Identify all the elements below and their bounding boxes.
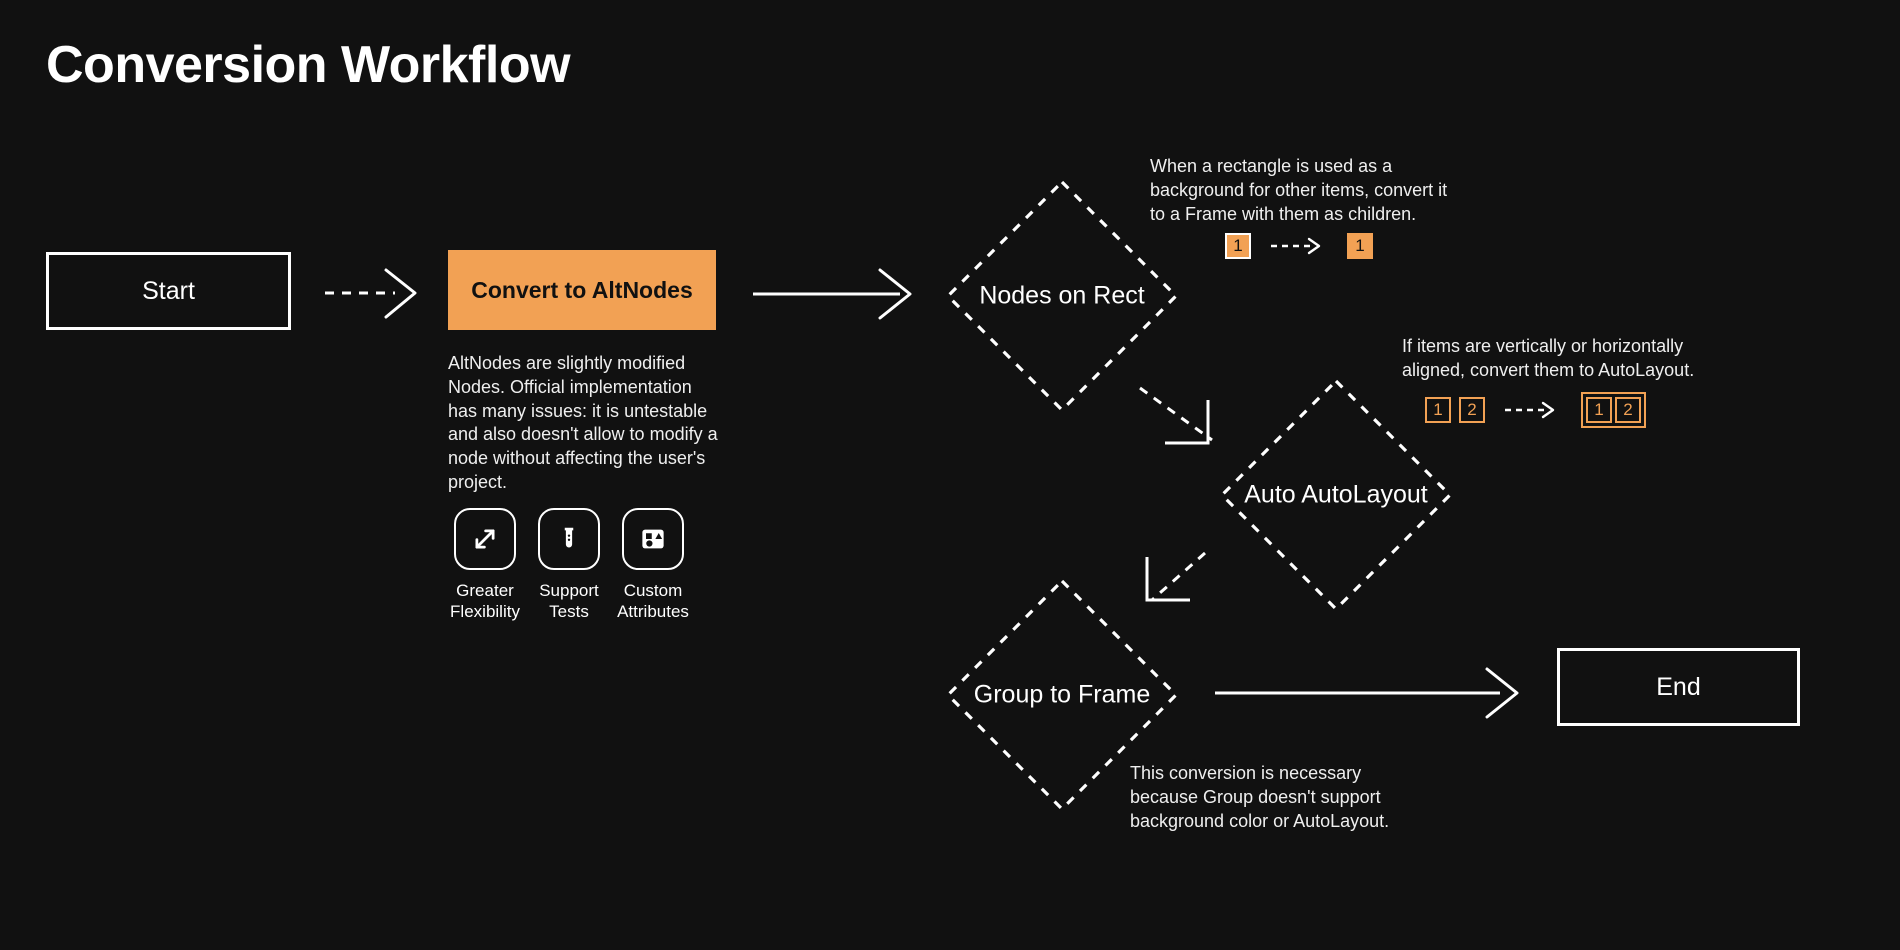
page-title: Conversion Workflow: [46, 36, 571, 94]
node-auto-autolayout-label: Auto AutoLayout: [1244, 480, 1428, 509]
badge-node: 1: [1225, 233, 1251, 259]
feature-greater-flexibility: Greater Flexibility: [450, 508, 520, 623]
node-convert-to-altnodes-label: Convert to AltNodes: [471, 276, 693, 303]
illustration-items-to-autolayout: 1 2 1 2: [1425, 392, 1646, 428]
connector-group-to-frame-to-end: [1215, 667, 1519, 719]
badge-frame-child: 1: [1347, 233, 1373, 259]
feature-label: Support Tests: [539, 581, 599, 622]
node-nodes-on-rect-label: Nodes on Rect: [979, 281, 1145, 310]
node-start-label: Start: [142, 276, 195, 305]
autolayout-container: 1 2: [1581, 392, 1646, 428]
node-start[interactable]: Start: [46, 252, 291, 330]
node-nodes-on-rect[interactable]: Nodes on Rect: [944, 178, 1180, 414]
note-auto-autolayout: If items are vertically or horizontally …: [1402, 336, 1695, 380]
node-end[interactable]: End: [1557, 648, 1800, 726]
connector-start-to-convert: [325, 268, 417, 319]
illustration-rect-to-frame: 1 1: [1225, 233, 1373, 259]
node-convert-to-altnodes[interactable]: Convert to AltNodes: [448, 250, 716, 330]
feature-chip: [538, 508, 600, 570]
connector-convert-to-nodes-on-rect: [753, 268, 912, 320]
node-group-to-frame-label: Group to Frame: [973, 680, 1151, 709]
shapes-icon: [642, 529, 664, 549]
badge-item: 1: [1425, 397, 1451, 423]
test-tube-icon: [564, 527, 574, 548]
feature-support-tests: Support Tests: [536, 508, 602, 623]
node-end-label: End: [1656, 672, 1701, 701]
note-nodes-on-rect: When a rectangle is used as a background…: [1150, 156, 1448, 224]
feature-chip: [622, 508, 684, 570]
mini-dashed-arrow-icon: [1505, 401, 1555, 419]
feature-list: Greater Flexibility Support Tests: [450, 508, 689, 623]
badge-item: 2: [1459, 397, 1485, 423]
feature-chip: [454, 508, 516, 570]
badge-item: 2: [1615, 397, 1641, 423]
feature-label: Custom Attributes: [617, 581, 689, 622]
note-convert-to-altnodes: AltNodes are slightly modified Nodes. Of…: [448, 353, 718, 492]
note-group-to-frame: This conversion is necessary because Gro…: [1130, 763, 1390, 831]
node-auto-autolayout[interactable]: Auto AutoLayout: [1218, 377, 1454, 613]
node-group-to-frame[interactable]: Group to Frame: [944, 577, 1180, 813]
badge-item: 1: [1586, 397, 1612, 423]
feature-label: Greater Flexibility: [450, 581, 520, 622]
feature-custom-attributes: Custom Attributes: [617, 508, 689, 623]
mini-dashed-arrow-icon: [1271, 237, 1321, 255]
expand-arrows-icon: [475, 529, 495, 549]
